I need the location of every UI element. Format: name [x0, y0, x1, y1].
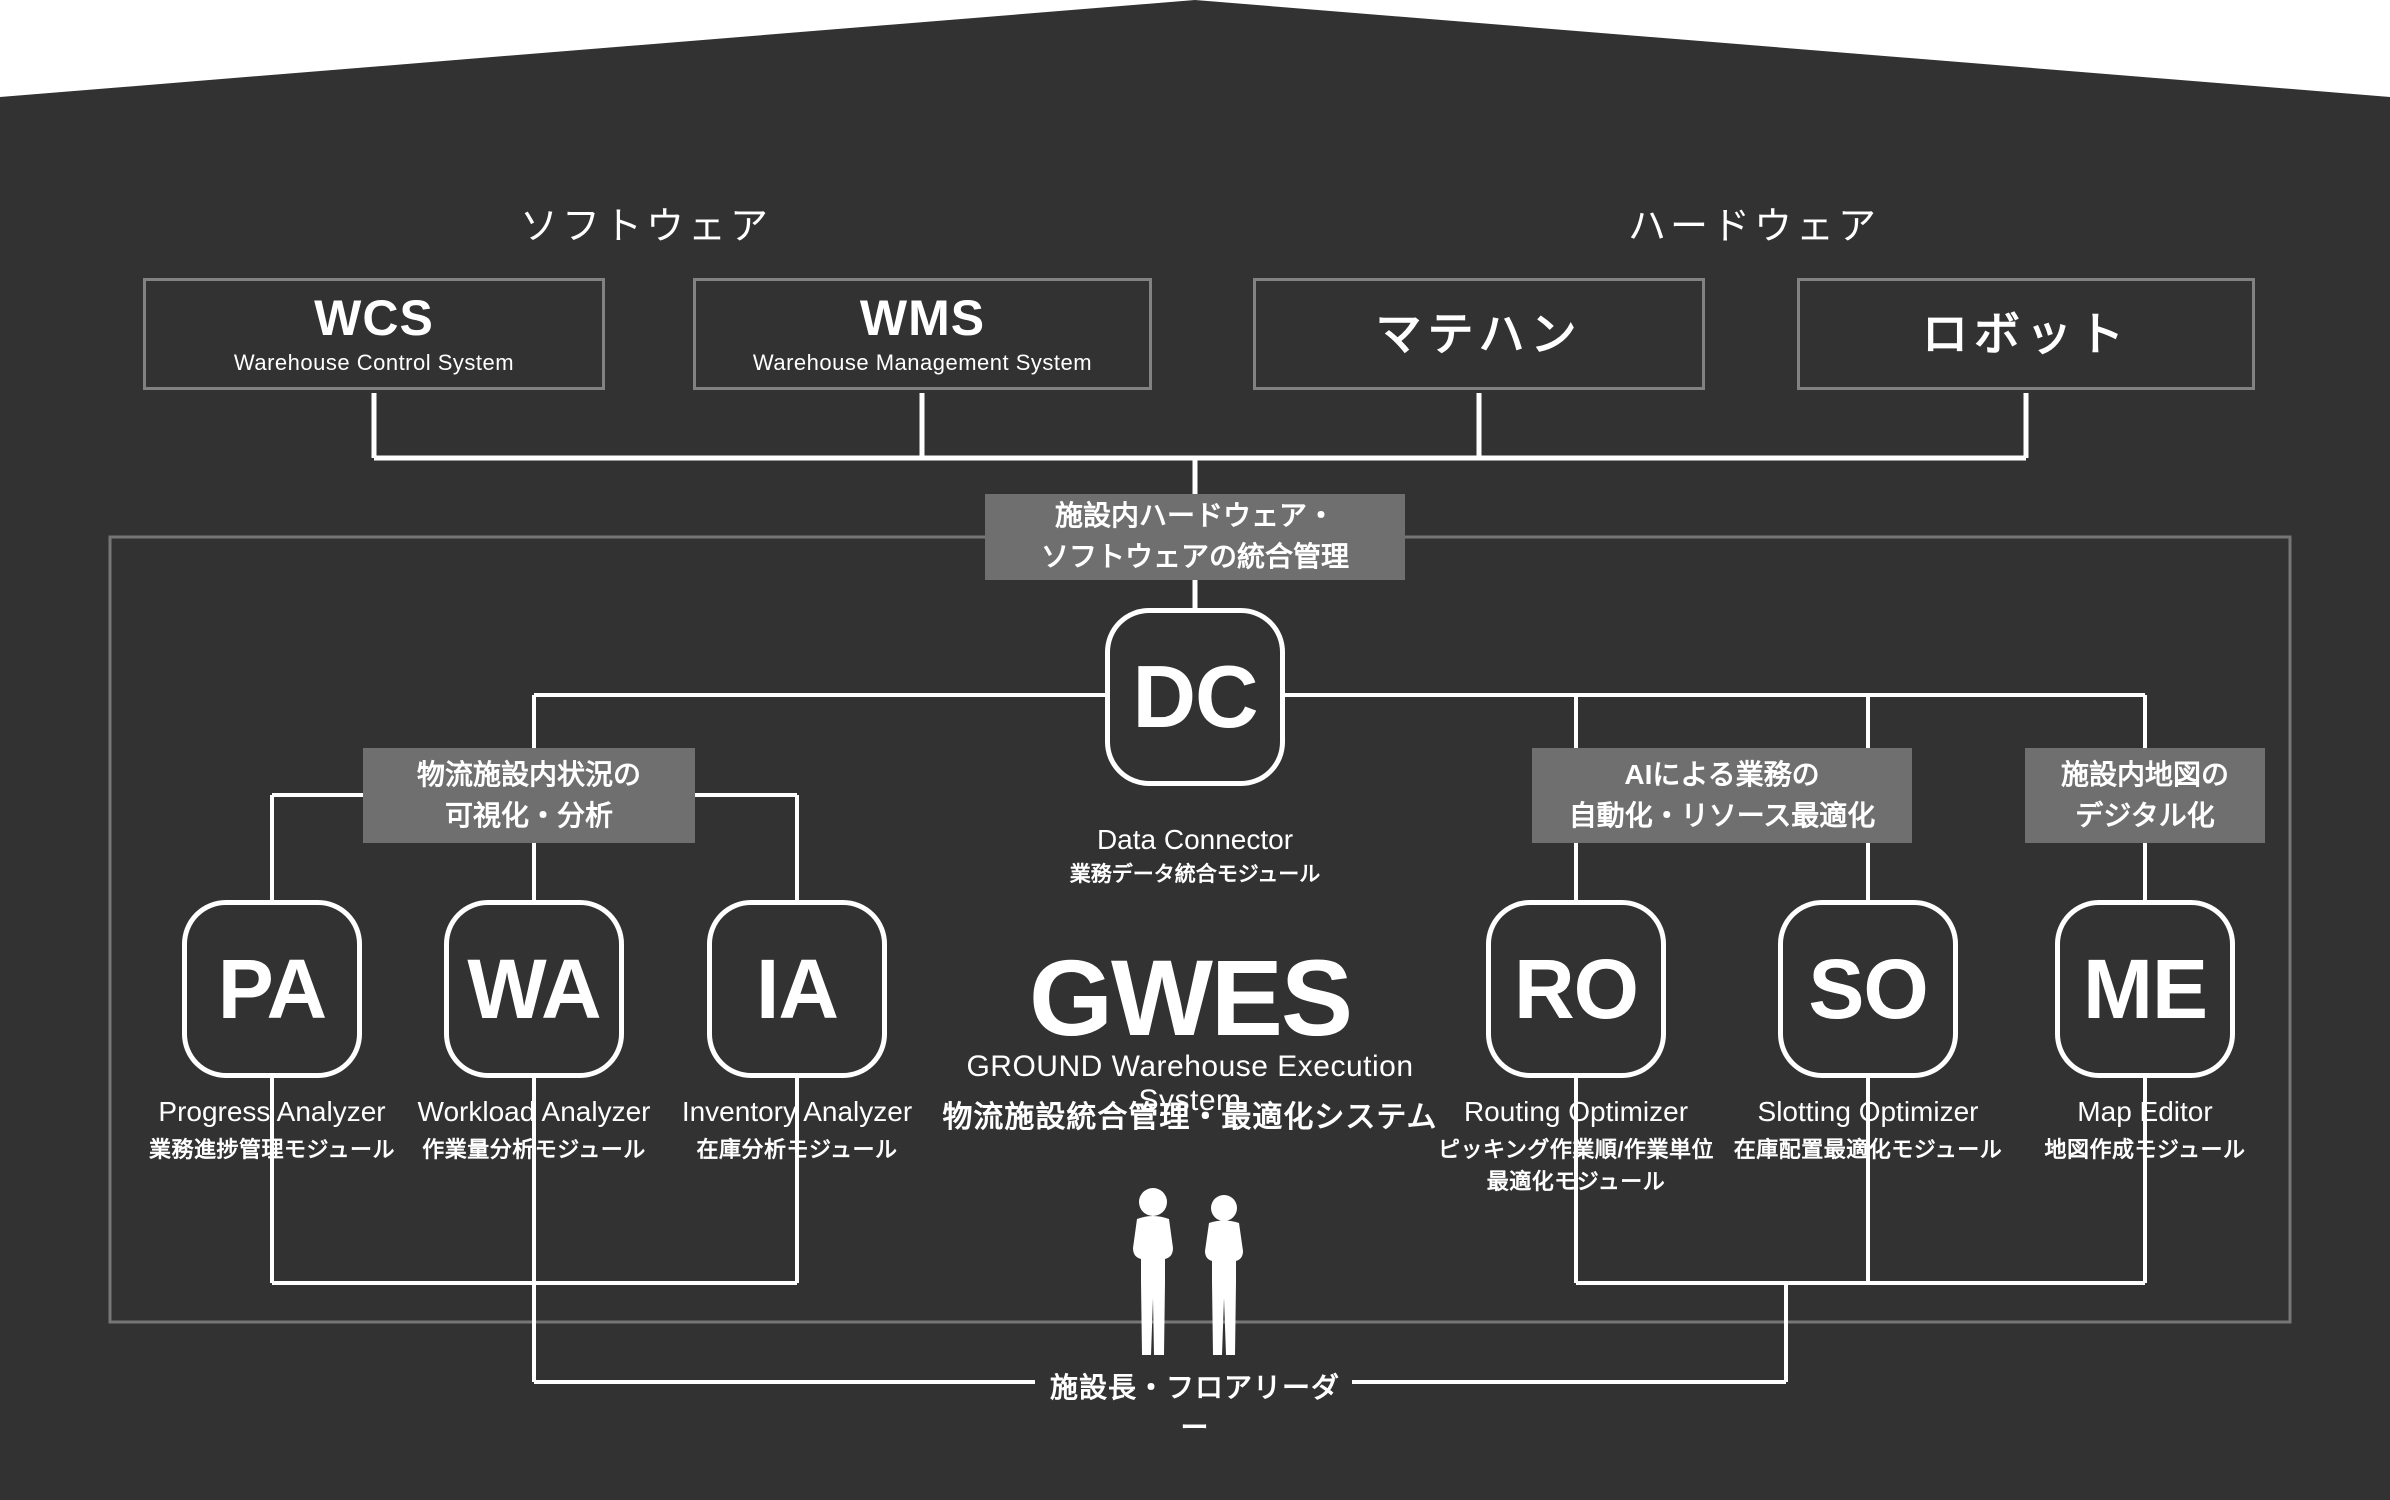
- wa-jp: 作業量分析モジュール: [422, 1137, 646, 1162]
- me-module-box: ME: [2055, 900, 2235, 1078]
- wms-subtitle: Warehouse Management System: [752, 350, 1093, 376]
- hardware-section-label: ハードウェア: [1627, 205, 1880, 248]
- map-digitization-label: 施設内地図の デジタル化: [2025, 748, 2265, 843]
- material-handling-box: マテハン: [1253, 278, 1705, 390]
- dc-module-box: DC: [1105, 608, 1285, 786]
- ia-jp: 在庫分析モジュール: [696, 1137, 898, 1162]
- material-handling-title: マテハン: [1375, 307, 1583, 360]
- pa-abbr: PA: [217, 941, 327, 1036]
- ro-abbr: RO: [1514, 941, 1639, 1036]
- ro-name: Routing Optimizer: [1463, 1096, 1689, 1127]
- map-digitization-line2: デジタル化: [2075, 799, 2215, 831]
- dc-name: Data Connector: [1096, 824, 1294, 855]
- dc-abbr: DC: [1132, 647, 1258, 746]
- visualization-analysis-line2: 可視化・分析: [444, 799, 613, 831]
- so-name: Slotting Optimizer: [1757, 1096, 1979, 1127]
- ia-name: Inventory Analyzer: [681, 1096, 913, 1127]
- ro-module-box: RO: [1486, 900, 1666, 1078]
- robot-box: ロボット: [1797, 278, 2255, 390]
- ai-optimization-label: AIによる業務の 自動化・リソース最適化: [1532, 748, 1912, 843]
- wa-module-box: WA: [444, 900, 624, 1078]
- wms-box: WMS Warehouse Management System: [693, 278, 1152, 390]
- so-jp: 在庫配置最適化モジュール: [1733, 1137, 2003, 1162]
- pa-name: Progress Analyzer: [158, 1096, 386, 1127]
- gwes-subtitle-jp: 物流施設統合管理・最適化システム: [942, 1101, 1438, 1134]
- ro-jp-line2: 最適化モジュール: [1486, 1169, 1666, 1194]
- ro-jp-line1: ピッキング作業順/作業単位: [1438, 1137, 1714, 1162]
- visualization-analysis-line1: 物流施設内状況の: [416, 758, 641, 790]
- person-silhouette-icon: [1205, 1195, 1243, 1355]
- wcs-box: WCS Warehouse Control System: [143, 278, 605, 390]
- dc-module-jp: 業務データ統合モジュール: [1069, 863, 1321, 886]
- wcs-subtitle: Warehouse Control System: [233, 350, 515, 376]
- person-silhouette-icon: [1133, 1188, 1173, 1355]
- ia-abbr: IA: [756, 941, 839, 1036]
- me-jp: 地図作成モジュール: [2044, 1137, 2246, 1162]
- pa-jp: 業務進捗管理モジュール: [149, 1137, 395, 1162]
- me-name: Map Editor: [2077, 1096, 2213, 1127]
- robot-title: ロボット: [1922, 307, 2130, 360]
- so-module-box: SO: [1778, 900, 1958, 1078]
- pa-module-box: PA: [182, 900, 362, 1078]
- ai-optimization-line1: AIによる業務の: [1624, 758, 1820, 790]
- gwes-title: GWES: [1028, 937, 1353, 1058]
- ai-optimization-line2: 自動化・リソース最適化: [1568, 799, 1876, 831]
- people-silhouettes: [1133, 1188, 1243, 1355]
- wcs-title: WCS: [314, 289, 434, 346]
- so-abbr: SO: [1808, 941, 1928, 1036]
- integration-management-line1: 施設内ハードウェア・: [1054, 500, 1335, 532]
- ia-module-box: IA: [707, 900, 887, 1078]
- gwes-name: GROUND Warehouse Execution System: [966, 1050, 1414, 1117]
- software-section-label: ソフトウェア: [519, 205, 772, 248]
- map-digitization-line1: 施設内地図の: [2060, 758, 2229, 790]
- visualization-analysis-label: 物流施設内状況の 可視化・分析: [363, 748, 695, 843]
- wa-name: Workload Analyzer: [417, 1096, 651, 1127]
- facility-manager-label: 施設長・フロアリーダー: [1049, 1372, 1340, 1443]
- integration-management-line2: ソフトウェアの統合管理: [1040, 541, 1349, 572]
- integration-management-label: 施設内ハードウェア・ ソフトウェアの統合管理: [985, 494, 1405, 580]
- wa-abbr: WA: [467, 941, 601, 1036]
- wms-title: WMS: [859, 289, 986, 346]
- me-abbr: ME: [2083, 941, 2208, 1036]
